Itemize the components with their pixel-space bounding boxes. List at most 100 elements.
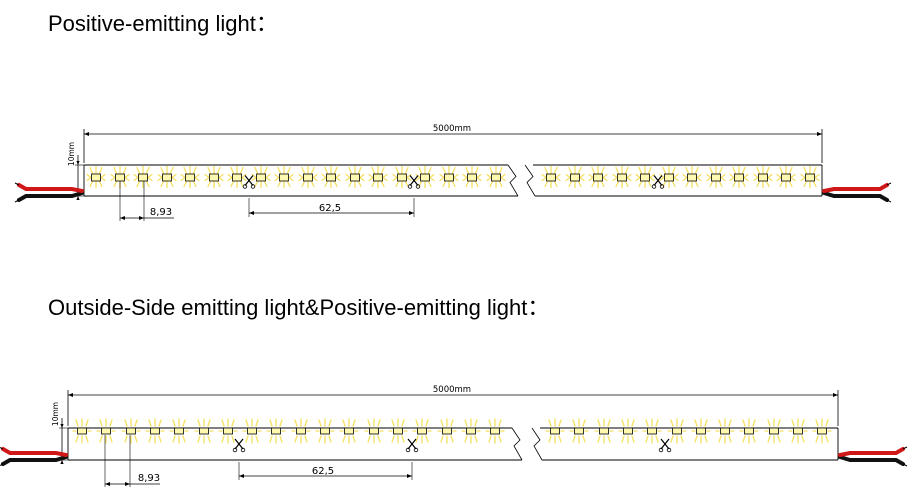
- led-glow-ray: [99, 419, 103, 427]
- led-glow-ray: [790, 173, 796, 179]
- led-glow-ray: [359, 176, 365, 182]
- led-glow-ray: [427, 166, 432, 176]
- cut-mark: [658, 438, 672, 453]
- led-glow-ray: [342, 419, 346, 427]
- led-glow-ray: [157, 176, 163, 182]
- length-dimension-label: 5000mm: [433, 385, 471, 395]
- led-glow-ray: [790, 176, 796, 182]
- led-glow-ray: [425, 435, 429, 443]
- led-glow-ray: [352, 419, 356, 427]
- led-body: [101, 427, 111, 435]
- led-glow-ray: [612, 176, 618, 182]
- dimension-arrowhead-right: [409, 211, 414, 215]
- led-glow-ray: [357, 166, 362, 176]
- break-symbol-left: [507, 164, 519, 197]
- led-glow-ray: [577, 179, 582, 188]
- led-glow-ray: [453, 173, 459, 179]
- led-glow-ray: [500, 176, 506, 182]
- led-glow-ray: [304, 435, 308, 443]
- led-glow-ray: [367, 435, 371, 443]
- led-chip: [753, 165, 773, 189]
- led-glow-ray: [474, 435, 478, 443]
- wire-lead-left: [14, 182, 84, 203]
- led-glow-ray: [579, 176, 585, 182]
- break-line: [524, 164, 536, 197]
- led-glow-ray: [197, 419, 201, 427]
- led-glow-ray: [591, 166, 596, 176]
- wire-red: [822, 183, 889, 193]
- led-glow-ray: [380, 166, 385, 176]
- led-body: [373, 173, 383, 182]
- led-chip: [242, 418, 262, 444]
- led-glow-ray: [391, 419, 395, 427]
- led-body: [115, 173, 125, 182]
- cut-mark: [651, 175, 665, 189]
- led-glow-ray: [450, 435, 454, 443]
- led-glow-ray: [776, 173, 782, 179]
- led-glow-ray: [638, 166, 643, 176]
- led-glow-ray: [718, 166, 723, 176]
- led-glow-ray: [180, 176, 186, 182]
- led-body: [546, 173, 556, 182]
- led-glow-ray: [440, 435, 444, 443]
- led-glow-ray: [99, 435, 103, 443]
- led-glow-ray: [368, 176, 374, 182]
- led-glow-ray: [442, 179, 447, 188]
- led-glow-ray: [194, 173, 200, 179]
- led-chip: [485, 418, 505, 444]
- led-glow-ray: [133, 173, 139, 179]
- width-dimension-label: 10mm: [67, 142, 76, 166]
- led-glow-ray: [767, 419, 771, 427]
- led-chip: [569, 418, 589, 444]
- led-glow-ray: [124, 173, 130, 179]
- led-chip: [364, 418, 384, 444]
- led-body: [672, 427, 682, 435]
- led-body: [647, 427, 657, 435]
- led-glow-ray: [382, 173, 388, 179]
- led-chip: [659, 165, 679, 189]
- wire-red: [838, 447, 905, 457]
- led-body: [344, 427, 354, 435]
- led-chip: [588, 165, 608, 189]
- led-glow-ray: [588, 176, 594, 182]
- led-glow-ray: [277, 166, 282, 176]
- wire-lead-right: [822, 182, 892, 203]
- led-chip: [706, 165, 726, 189]
- led-chip: [594, 418, 614, 444]
- led-glow-ray: [207, 166, 212, 176]
- led-glow-ray: [597, 419, 601, 427]
- led-glow-ray: [800, 176, 806, 182]
- led-body: [490, 427, 500, 435]
- led-glow-ray: [812, 166, 817, 176]
- led-glow-ray: [318, 435, 322, 443]
- led-chip: [321, 165, 341, 189]
- led-glow-ray: [124, 435, 128, 443]
- led-glow-ray: [286, 179, 291, 188]
- led-glow-ray: [741, 179, 746, 188]
- led-glow-ray: [602, 176, 608, 182]
- break-line: [511, 427, 523, 461]
- led-glow-ray: [269, 419, 273, 427]
- led-glow-ray: [498, 419, 502, 427]
- led-body: [623, 427, 633, 435]
- led-glow-ray: [635, 176, 641, 182]
- led-glow-ray: [753, 173, 759, 179]
- led-glow-ray: [788, 166, 793, 176]
- led-chip: [565, 165, 585, 189]
- led-glow-ray: [732, 179, 737, 188]
- led-chip: [72, 418, 92, 444]
- led-glow-ray: [110, 176, 116, 182]
- dimension-arrowhead-top: [76, 161, 80, 165]
- led-glow-ray: [582, 419, 586, 427]
- led-glow-ray: [544, 166, 549, 176]
- led-glow-ray: [500, 173, 506, 179]
- scissor-blade: [653, 175, 663, 186]
- led-glow-ray: [624, 179, 629, 188]
- led-chip: [486, 165, 506, 189]
- led-chip: [612, 165, 632, 189]
- led-glow-ray: [207, 179, 212, 188]
- led-glow-ray: [765, 166, 770, 176]
- led-glow-ray: [626, 176, 632, 182]
- led-glow-ray: [207, 435, 211, 443]
